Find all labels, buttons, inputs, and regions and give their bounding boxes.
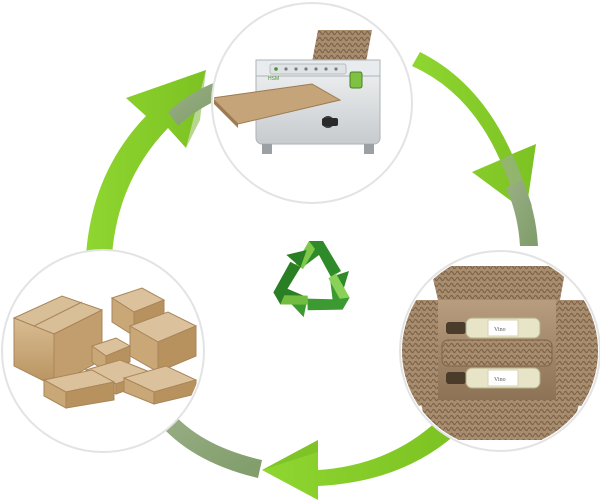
wine-bottle: Vino [446,317,541,339]
stage-cardboard-boxes [1,249,205,453]
arrow-to-boxes [262,420,456,500]
cardboard-perforator-machine-icon [214,30,381,154]
box-with-wine-bottles-icon: Vino Vino [402,266,598,440]
arrow-connectors [156,82,538,478]
wine-bottle: Vino [446,367,541,389]
stage-paper-shredder: HSM [211,2,413,204]
svg-text:Vino: Vino [494,327,506,333]
machine-brand-label: HSM [268,76,279,82]
stage-packed-box: Vino Vino [399,250,600,452]
svg-text:Vino: Vino [494,377,506,383]
stack-of-cardboard-boxes-icon [12,287,198,409]
recycle-symbol-icon [273,241,350,318]
